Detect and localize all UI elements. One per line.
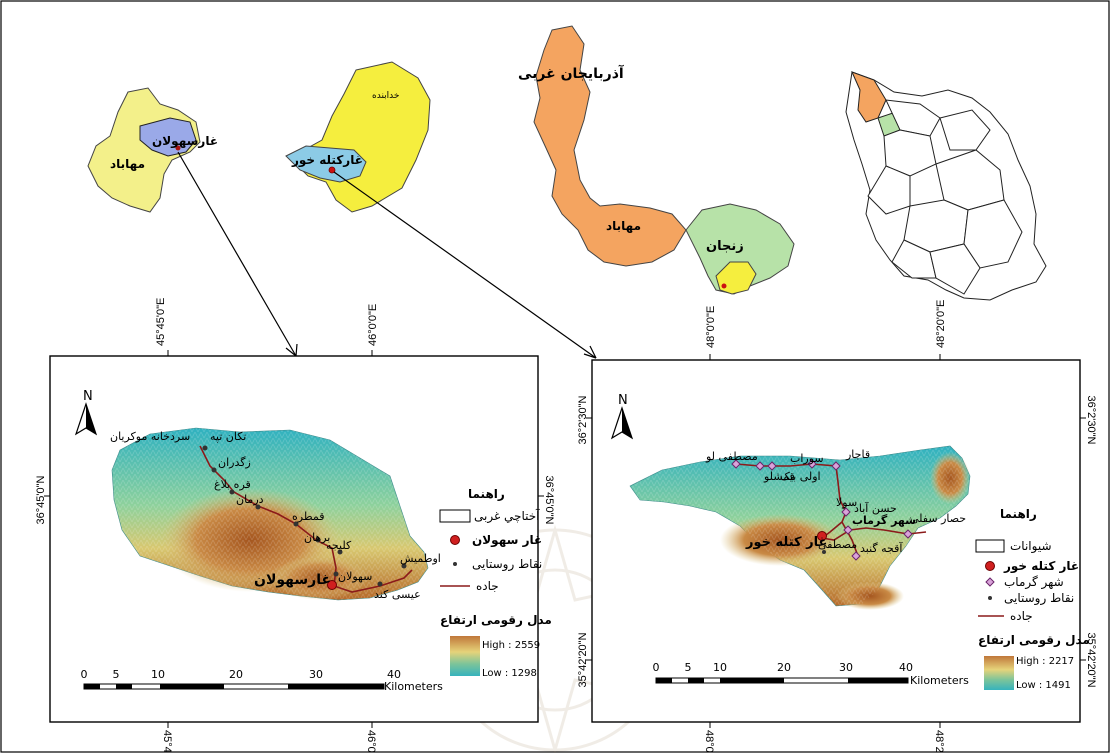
right-village-label: سولا [836, 496, 857, 509]
svg-text:راهنما: راهنما [468, 487, 505, 501]
left-scale-bar: 0 5 10 20 30 40 Kilometers [81, 668, 444, 693]
overview-sahulan-label: غارسهولان [152, 134, 218, 149]
right-village-label: حسن آباد [854, 501, 897, 515]
overview-kateh-label: غارکتله خور [291, 153, 363, 168]
overview-mahabad2-label: مهاباد [606, 219, 641, 233]
left-village-label: سردخانه موکریان [110, 430, 190, 443]
right-village-label: مصطفی [818, 538, 857, 551]
svg-text:آختاچي غربی: آختاچي غربی [474, 508, 540, 524]
right-village-label: سوراب [790, 452, 824, 465]
svg-text:High : 2217: High : 2217 [1016, 656, 1074, 667]
right-dem-raster [629, 445, 971, 610]
left-village-label: قره بلاغ [214, 478, 251, 491]
left-village-label: درمان [236, 493, 264, 506]
svg-text:0: 0 [81, 668, 88, 681]
svg-text:مدل رقومی ارتفاع: مدل رقومی ارتفاع [978, 633, 1090, 648]
left-village-label: تکان تپه [210, 430, 246, 443]
right-legend: راهنما شیوانات غار کتله خور شهر گرماب نق… [975, 507, 1090, 691]
svg-text:Low : 1491: Low : 1491 [1016, 680, 1071, 691]
mahabad-county-map [87, 87, 201, 213]
svg-text:راهنما: راهنما [1000, 507, 1037, 521]
svg-text:10: 10 [713, 661, 727, 674]
right-left-coord: 35°42'20"N [577, 632, 589, 687]
svg-text:30: 30 [839, 661, 853, 674]
right-north-arrow: N [610, 393, 634, 440]
right-cave-label: غار کتله خور [745, 535, 827, 550]
svg-text:Kilometers: Kilometers [910, 674, 969, 687]
right-scale-bar: 0 5 10 20 30 40 Kilometers [653, 661, 970, 687]
right-bottom-coord: 48°20'0"E [933, 730, 945, 753]
svg-text:Low : 1298: Low : 1298 [482, 668, 537, 679]
overview-khodabandeh-label: خدابنده [372, 91, 399, 101]
svg-text:نقاط روستایی: نقاط روستایی [1004, 591, 1074, 606]
right-village-points [731, 459, 913, 561]
left-top-coord: 46°0'0"E [367, 304, 379, 346]
svg-text:نقاط روستایی: نقاط روستایی [472, 557, 542, 572]
right-village-label: قاجار [845, 448, 870, 461]
left-north-arrow: N [74, 389, 98, 436]
svg-text:غار کتله خور: غار کتله خور [1003, 559, 1079, 574]
left-bottom-coord: 46°0'0"E [365, 730, 377, 753]
right-village-label: مصطفی لو [705, 450, 758, 463]
left-cave-label: غارسهولان [254, 572, 331, 588]
left-legend: راهنما آختاچي غربی غار سهولان نقاط روستا… [439, 487, 552, 679]
svg-text:30: 30 [309, 668, 323, 681]
right-village-label: شهر گرماب [852, 514, 916, 527]
provinces-map [533, 25, 795, 295]
left-village-label: عیسی کند [374, 588, 421, 601]
svg-text:N: N [83, 389, 93, 404]
right-right-coord: 36°2'30"N [1085, 396, 1097, 445]
left-village-label: سهولان [338, 570, 372, 583]
svg-text:جاده: جاده [1010, 609, 1033, 623]
right-right-coord: 35°42'20"N [1085, 632, 1097, 687]
right-top-coord: 48°20'0"E [935, 300, 947, 348]
right-cave-marker [817, 531, 827, 541]
left-village-label: اوطمیش [400, 552, 441, 565]
overview-azarbaijan-label: آذربایجان غربی [518, 64, 625, 82]
khodabandeh-county-map [285, 61, 431, 213]
svg-text:شیوانات: شیوانات [1010, 539, 1052, 554]
svg-text:10: 10 [151, 668, 165, 681]
svg-text:مدل رقومی ارتفاع: مدل رقومی ارتفاع [440, 613, 552, 628]
svg-text:شهر گرماب: شهر گرماب [1004, 575, 1064, 590]
connector-arrows [177, 151, 597, 359]
svg-text:N: N [618, 393, 628, 408]
svg-text:5: 5 [113, 668, 120, 681]
right-village-label: حصار سفلی [910, 512, 966, 525]
left-top-coord: 45°45'0"E [155, 298, 167, 346]
svg-text:غار سهولان: غار سهولان [472, 533, 542, 548]
right-village-label: اولی بیک [780, 470, 821, 483]
svg-text:High : 2559: High : 2559 [482, 640, 540, 651]
iran-map [845, 71, 1047, 301]
left-village-label: کلیجه [326, 539, 352, 552]
overview-mahabad-label: مهاباد [110, 157, 145, 171]
svg-text:40: 40 [899, 661, 913, 674]
left-bottom-coord: 45°45'0"E [161, 730, 173, 753]
svg-text:20: 20 [777, 661, 791, 674]
svg-text:40: 40 [387, 668, 401, 681]
right-village-label: قمشلو [763, 470, 795, 483]
svg-text:20: 20 [229, 668, 243, 681]
left-village-label: برهان [304, 531, 330, 544]
left-side-coord: 36°45'0"N [35, 475, 47, 524]
overview-zanjan-label: زنجان [706, 239, 744, 254]
left-village-label: قمطره [292, 510, 324, 523]
svg-text:0: 0 [653, 661, 660, 674]
left-cave-marker [327, 580, 337, 590]
left-village-label: زگدران [218, 456, 251, 469]
svg-text:5: 5 [685, 661, 692, 674]
right-bottom-coord: 48°0'0"E [703, 730, 715, 753]
right-left-coord: 36°2'30"N [577, 395, 589, 444]
left-village-points [202, 445, 407, 587]
right-top-coord: 48°0'0"E [705, 306, 717, 348]
right-village-label: آقجه گنبد [860, 541, 903, 555]
svg-text:Kilometers: Kilometers [384, 680, 443, 693]
right-side-coord: 36°45'0"N [543, 476, 555, 525]
svg-text:جاده: جاده [476, 579, 499, 593]
